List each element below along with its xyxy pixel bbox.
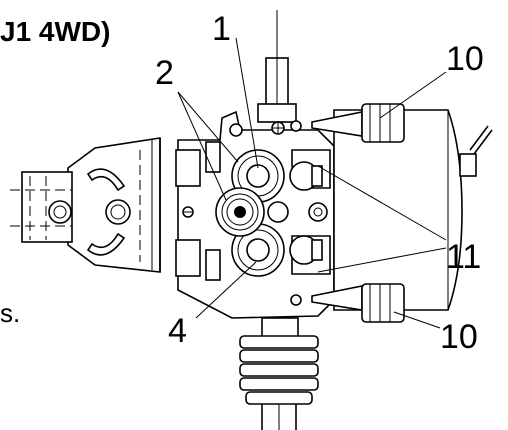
motor xyxy=(333,109,493,311)
pressure-arms xyxy=(289,149,331,275)
cable-connector xyxy=(239,317,319,430)
drive-gears xyxy=(215,149,328,277)
callout-4: 4 xyxy=(168,312,187,350)
callout-10-bottom: 10 xyxy=(440,318,478,356)
callout-11: 11 xyxy=(446,238,481,276)
tension-knob-bottom xyxy=(290,283,405,323)
wire-guide-tube xyxy=(257,10,297,123)
callout-2: 2 xyxy=(155,54,174,92)
callout-10-top: 10 xyxy=(446,40,484,78)
heading-fragment: J1 4WD) xyxy=(0,16,110,47)
callout-1: 1 xyxy=(212,10,231,48)
side-text-fragment: s. xyxy=(0,298,20,328)
adaptor-plate xyxy=(10,137,161,273)
leader-lines xyxy=(177,37,447,329)
tension-knob-top xyxy=(290,103,405,143)
